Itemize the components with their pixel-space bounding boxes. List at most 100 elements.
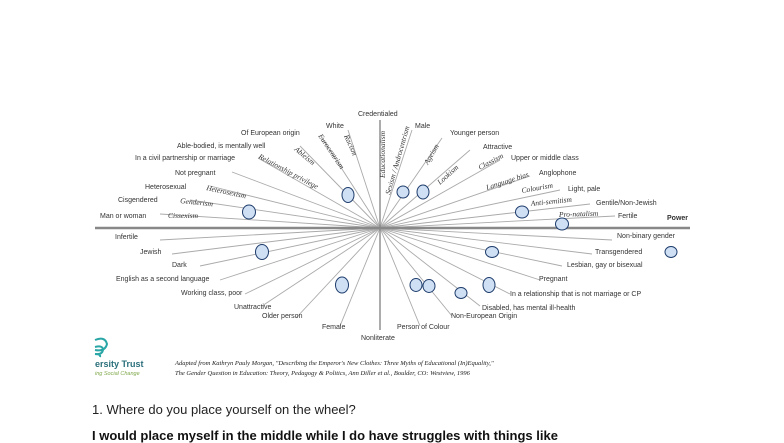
- label-non-binary: Non-binary gender: [617, 233, 676, 240]
- spoke: [199, 227, 381, 267]
- bottom-label: Nonliterate: [361, 335, 395, 342]
- spoke: [219, 227, 381, 281]
- label-female: Female: [322, 324, 345, 331]
- spoke: [379, 227, 421, 327]
- spoke: [379, 227, 453, 317]
- label-anglophone: Anglophone: [539, 170, 576, 177]
- label-working-class: Working class, poor: [181, 290, 243, 297]
- label-infertile: Infertile: [115, 234, 138, 241]
- oppression-ableism: Ableism: [292, 144, 318, 167]
- marker: [341, 187, 355, 203]
- spoke: [379, 227, 613, 241]
- label-fertile: Fertile: [618, 213, 638, 220]
- label-jewish: Jewish: [140, 249, 162, 256]
- label-younger: Younger person: [450, 130, 499, 137]
- spoke: [231, 171, 381, 229]
- oppression-sexism: Sexism / Androcentrism: [383, 124, 411, 195]
- spoke: [295, 227, 381, 319]
- spoke: [339, 227, 381, 327]
- label-heterosexual: Heterosexual: [145, 184, 187, 191]
- label-dark: Dark: [172, 262, 187, 269]
- diversity-trust-logo: ersity Trust ing Social Change: [94, 337, 144, 377]
- spoke: [379, 203, 591, 229]
- spoke: [261, 227, 381, 307]
- spoke: [379, 215, 616, 229]
- spoke: [379, 159, 501, 229]
- oppression-lookism: Lookism: [435, 162, 461, 187]
- logo-name: ersity Trust: [95, 359, 144, 369]
- oppression-anti-semitism: Anti-semitism: [529, 195, 573, 208]
- label-man-or-woman: Man or woman: [100, 213, 146, 220]
- label-relationship-not-marriage: In a relationship that is not marriage o…: [510, 291, 641, 298]
- label-unattractive: Unattractive: [234, 304, 271, 311]
- label-attractive: Attractive: [483, 144, 512, 151]
- label-civil-partnership: In a civil partnership or marriage: [135, 155, 235, 162]
- label-not-pregnant: Not pregnant: [175, 170, 216, 177]
- answer-text: I would place myself in the middle while…: [92, 428, 558, 443]
- label-european: Of European origin: [241, 130, 300, 137]
- label-cisgendered: Cisgendered: [118, 197, 158, 204]
- marker: [335, 276, 349, 294]
- spoke: [244, 227, 381, 295]
- label-upper-class: Upper or middle class: [511, 155, 579, 162]
- logo-tagline: ing Social Change: [95, 371, 140, 377]
- oppression-genderism: Genderism: [180, 196, 214, 208]
- oppression-educationalism: Educationalism: [378, 130, 387, 179]
- marker: [482, 277, 496, 293]
- marker: [664, 246, 678, 258]
- label-esl: English as a second language: [116, 276, 210, 283]
- marker: [515, 205, 529, 219]
- label-lgb: Lesbian, gay or bisexual: [567, 262, 643, 269]
- spoke: [379, 227, 541, 281]
- oppression-eurocentrism: Eurocentrism: [316, 131, 347, 171]
- label-non-european: Non-European Origin: [451, 313, 517, 320]
- label-disabled: Disabled, has mental ill-health: [482, 305, 575, 312]
- marker: [255, 244, 269, 260]
- spoke: [209, 185, 381, 229]
- wheel-of-power-diagram: Credentialed Nonliterate Power White Of …: [94, 111, 690, 377]
- oppression-heterosexism: Heterosexism: [205, 183, 248, 201]
- spoke: [379, 227, 593, 255]
- label-person-of-colour: Person of Colour: [397, 324, 450, 331]
- top-label: Credentialed: [358, 111, 398, 118]
- oppression-classism: Classism: [477, 151, 506, 172]
- spoke: [257, 157, 381, 229]
- label-light: Light, pale: [568, 186, 600, 193]
- oppression-racism: Racism: [342, 132, 360, 157]
- spoke: [379, 175, 531, 229]
- spoke: [379, 189, 561, 229]
- spoke: [379, 137, 443, 229]
- power-label: Power: [667, 215, 688, 222]
- question-text: 1. Where do you place yourself on the wh…: [92, 402, 356, 417]
- placement-markers: [242, 184, 678, 299]
- label-transgendered: Transgendered: [595, 249, 642, 256]
- label-gentile: Gentile/Non-Jewish: [596, 200, 657, 207]
- spoke: [171, 227, 381, 255]
- marker: [422, 279, 436, 293]
- marker: [396, 185, 410, 199]
- spoke: [347, 129, 381, 229]
- oppression-cissexism: Cissexism: [168, 211, 199, 220]
- label-white: White: [326, 123, 344, 130]
- spoke: [159, 227, 381, 241]
- label-male: Male: [415, 123, 430, 130]
- marker: [555, 217, 569, 231]
- oppression-ageism: Ageism: [421, 142, 441, 167]
- label-pregnant: Pregnant: [539, 276, 567, 283]
- marker: [242, 204, 256, 220]
- spoke: [189, 199, 381, 229]
- swirl-icon: [94, 337, 109, 358]
- oppression-pro-natalism: Pro-natalism: [558, 209, 599, 219]
- spoke: [379, 129, 413, 229]
- marker: [485, 246, 499, 258]
- spoke: [379, 227, 563, 267]
- spoke: [321, 137, 381, 229]
- spoke: [159, 213, 381, 229]
- credit-line-2: The Gender Question in Education: Theory…: [175, 370, 471, 377]
- label-older: Older person: [262, 313, 303, 320]
- marker: [409, 278, 423, 292]
- marker: [454, 287, 468, 299]
- label-able-bodied: Able-bodied, is mentally well: [177, 143, 266, 150]
- marker: [416, 184, 430, 200]
- credit-line-1: Adapted from Kathryn Pauly Morgan, "Desc…: [174, 360, 494, 367]
